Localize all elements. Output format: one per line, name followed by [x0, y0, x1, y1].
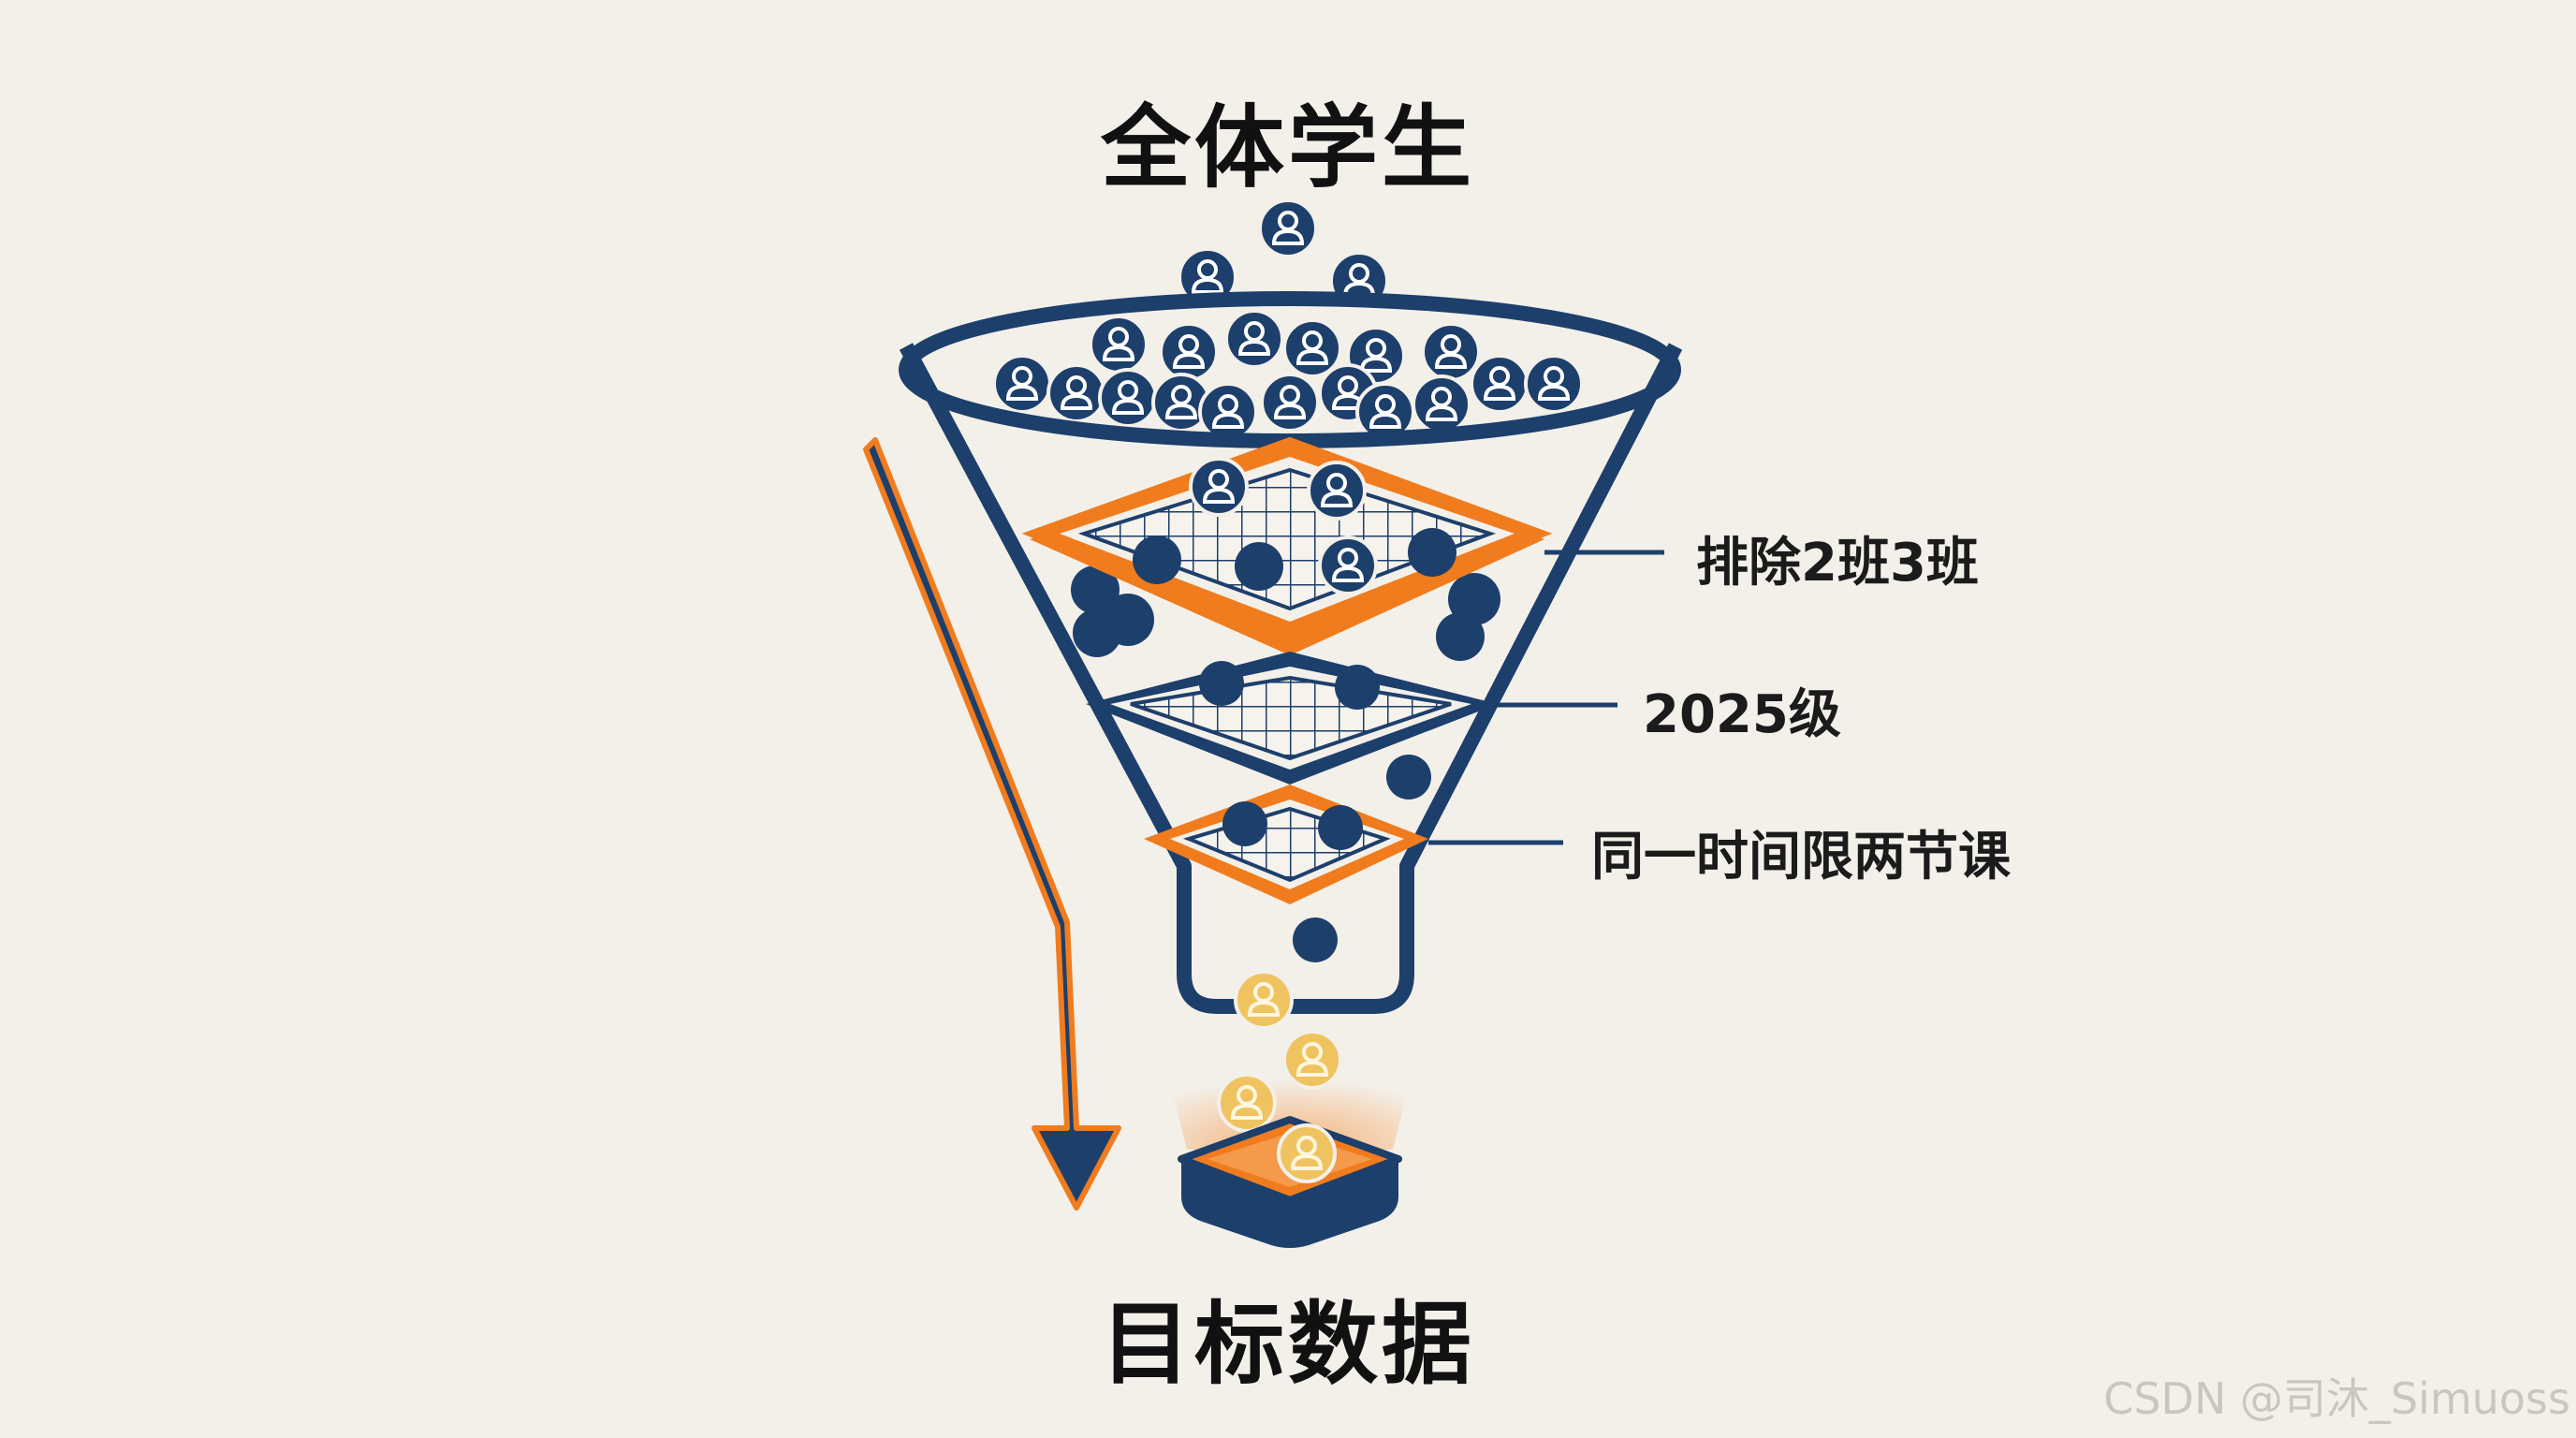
- output-glow: [1161, 1047, 1419, 1150]
- falling-balls: [1071, 565, 1500, 661]
- leader-lines: [1428, 550, 1664, 845]
- filter-grid-icon: [1086, 652, 1498, 800]
- filter-label-time-limit: 同一时间限两节课: [1591, 827, 2011, 888]
- result-title: 目标数据: [1101, 1292, 1475, 1397]
- filter-grid-icon: [1021, 436, 1553, 655]
- filter-grid-icon: [1144, 785, 1428, 962]
- target-tray-icon: [1178, 1116, 1402, 1248]
- down-arrow-icon: [863, 437, 1121, 1211]
- watermark: CSDN @司沐_Simuoss: [2103, 1373, 2570, 1424]
- filter-label-exclude-classes: 排除2班3班: [1696, 533, 1979, 594]
- filter-label-grade: 2025级: [1643, 684, 1841, 745]
- funnel-icon: [899, 343, 1683, 1014]
- page-title: 全体学生: [1101, 95, 1475, 200]
- crowd: [992, 198, 1584, 442]
